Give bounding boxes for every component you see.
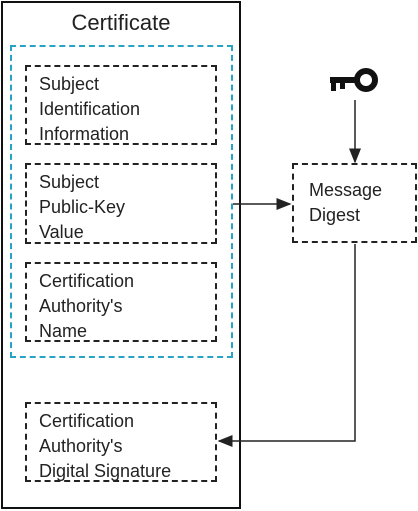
ca-name-box: Certification Authority's Name	[25, 262, 217, 342]
box-line: Name	[39, 321, 88, 341]
box-line: Certification	[39, 411, 135, 431]
box-line: Authority's	[39, 296, 123, 316]
subject-identification-box: Subject Identification Information	[25, 65, 217, 145]
subject-public-key-box: Subject Public-Key Value	[25, 163, 217, 244]
box-line: Digest	[309, 205, 361, 225]
box-line: Value	[39, 222, 84, 242]
digest-to-signature-arrow	[217, 244, 356, 447]
box-line: Identification	[39, 99, 141, 119]
box-line: Message	[309, 180, 383, 200]
box-line: Public-Key	[39, 197, 126, 217]
ca-signature-box: Certification Authority's Digital Signat…	[25, 402, 217, 482]
message-digest-box: Message Digest	[292, 163, 417, 243]
certificate-title: Certificate	[71, 10, 171, 35]
certificate-frame	[1, 1, 241, 509]
box-line: Digital Signature	[39, 461, 172, 481]
key-icon	[330, 68, 378, 92]
box-line: Authority's	[39, 436, 123, 456]
box-line: Subject	[39, 74, 100, 94]
box-line: Information	[39, 124, 130, 144]
box-line: Certification	[39, 271, 135, 291]
certificate-fields-group	[10, 45, 233, 358]
box-line: Subject	[39, 172, 100, 192]
